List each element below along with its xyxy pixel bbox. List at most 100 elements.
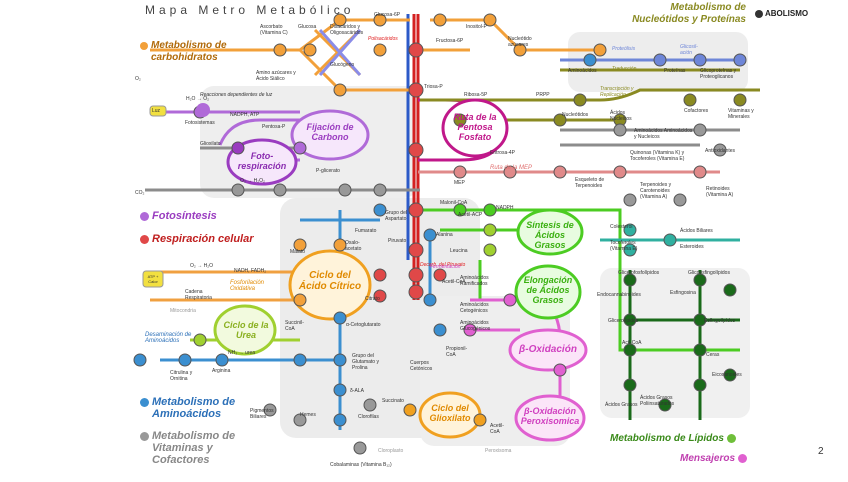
bubble-krebs-label: Ciclo del Ácido Cítrico	[298, 270, 362, 292]
atp-box	[142, 270, 164, 288]
label-alanina: Alanina	[436, 232, 453, 238]
bubble-fijacion-label: Fijación de Carbono	[306, 122, 354, 142]
legend-dot	[738, 454, 748, 463]
legend-dot	[140, 398, 149, 407]
label-proteinas: Proteínas	[664, 68, 686, 74]
label-cadena: Cadena Respiratoria	[185, 289, 212, 301]
label-vit-c: Ascorbato (Vitamina C)	[260, 24, 288, 36]
carb-lines-right	[420, 18, 600, 52]
label-fumarato: Fumarato	[355, 228, 377, 234]
legend-dot	[140, 235, 149, 244]
legend-dot	[726, 434, 736, 443]
label-co2: CO₂	[135, 190, 145, 196]
label-inositol: Inositol-P	[466, 24, 487, 30]
label-glicerofosfolipidos: Glicerofosfolípidos	[618, 270, 660, 276]
bubble-peroxisomica	[514, 394, 586, 442]
label-clorofilas: Clorofilas	[358, 414, 379, 420]
label-nadph: NADPH	[496, 205, 514, 211]
label-aa-glucogenicos: Aminoácidos Glucogénicos	[460, 320, 491, 332]
label-propionil: Propionil-CoA	[446, 346, 468, 358]
label-pentosa-p: Pentosa-P	[262, 124, 286, 130]
label-aminoacidos: Aminoácidos	[568, 68, 597, 74]
label-esfingosina: Esfingosina	[670, 290, 696, 296]
legend-lipidos: Metabolismo de Lípidos	[610, 433, 736, 444]
label-fructosa-6p: Fructosa-6P	[436, 38, 464, 44]
label-succinato: Succinato	[382, 398, 404, 404]
label-grupo-aspartato: Grupo del Aspartato	[385, 210, 407, 222]
label-pigmentos: Pigmentos Biliares	[250, 408, 274, 420]
legend-label: Mensajeros	[680, 453, 736, 464]
label-acil-coa: Acil-CoA	[622, 340, 642, 346]
label-acidos-grasos: Ácidos Grasos	[605, 402, 638, 408]
label-o2-h2o2: O₂ → H₂O₂	[240, 178, 265, 184]
label-nucleotido-azucares: Nucleótido azúcares	[508, 36, 532, 48]
label-hemes: Hemes	[300, 412, 316, 418]
label-luz: Luz	[152, 108, 161, 114]
label-acidos-grasos-poli: Ácidos Grasos Poliinsaturados	[640, 395, 675, 407]
carb-cross	[318, 29, 362, 76]
label-quinonas: Quinonas (Vitamina K) y Tocoferoles (Vit…	[630, 150, 685, 162]
label-proteolisis: Proteólisis	[612, 46, 636, 52]
sun-icon	[196, 103, 210, 117]
label-disac-oligo: Disacáridos y Oligosacáridos	[330, 24, 364, 36]
label-atp-calor: ATP + Calor	[147, 274, 159, 284]
oxphos-line	[150, 270, 300, 302]
legend-label: Metabolismo de Lípidos	[610, 433, 724, 444]
label-h2o-o2: H₂O → O₂	[186, 96, 210, 102]
label-glicosilacion: Glicosil-ación	[680, 44, 698, 56]
bubble-pentosa-label: Ruta de la Pentosa Fosfato	[453, 112, 497, 142]
label-amino-nucleicos: Aminoácidos Aminoácidos y Nucleicos	[634, 128, 693, 140]
label-alfa-kg: α-Cetoglutarato	[346, 322, 381, 328]
label-tocoferoles: Tocoferoles (Vitamina E)	[610, 240, 638, 252]
label-glicoesfingolipidos: Glicoesfingolípidos	[688, 270, 730, 276]
label-acetil-coa2: Acetil-CoA	[490, 423, 504, 435]
label-cloroplasto: Cloroplasto	[378, 448, 404, 454]
bubble-glioxilato-label: Ciclo del Glioxilato	[429, 403, 471, 423]
label-fotosistemas: Fotosistemas	[185, 120, 215, 126]
label-retinoides: Retinoides (Vitamina A)	[706, 186, 734, 198]
label-glicoproteinas: Glicoproteínas y Proteoglicanos	[700, 68, 737, 80]
bubble-fotorespiracion-label: Foto-respiración	[237, 151, 287, 171]
label-antioxidantes: Antioxidantes	[705, 148, 736, 154]
label-traduccion: Traducción	[612, 66, 637, 72]
label-eicosanoides: Eicosanoides	[712, 372, 742, 378]
bubble-urea	[213, 304, 277, 356]
label-fosforilacion: Fosforilación Oxidativa	[230, 280, 265, 292]
label-mep: MEP	[454, 180, 465, 186]
label-acidos-biliares: Ácidos Biliares	[680, 228, 713, 234]
label-reacciones-luz: Reacciones dependientes de luz	[200, 92, 273, 98]
label-oxalo: Oxalo-acetato	[345, 240, 362, 252]
legend-fotosintesis: Fotosíntesis	[140, 210, 217, 222]
label-eritrosa: Eritrosa-4P	[490, 150, 516, 156]
label-ruta-mep: Ruta de la MEP	[490, 165, 533, 171]
label-cofactores: Cofactores	[684, 108, 709, 114]
label-acetil-acp: Acetil-ACP	[458, 212, 483, 218]
lipid-region	[600, 268, 750, 418]
label-malato: Malato	[290, 249, 306, 255]
label-nucleotidos: Nucleótidos	[562, 112, 589, 118]
bubble-urea-label: Ciclo de la Urea	[223, 320, 269, 340]
label-glucosa-6p: Glucosa-6P	[374, 12, 401, 18]
label-esfingolipidos: Esfingolípidos	[704, 318, 736, 324]
legend-vitaminas: Metabolismo de Vitaminas y Cofactores	[140, 430, 250, 466]
label-transcripcion: Transcripción y Replicación	[600, 86, 634, 98]
label-cuerpos-cetonicos: Cuerpos Cetónicos	[410, 360, 433, 372]
label-ala: δ-ALA	[350, 388, 364, 394]
label-nh3-urea: NH₃ → urea	[228, 350, 256, 356]
legend-label: Metabolismo de carbohidratos	[151, 40, 227, 63]
label-vitaminas-minerales: Vitaminas y Minerales	[728, 108, 754, 120]
label-acetil-coa: Acetil-CoA	[442, 279, 466, 285]
stations	[133, 13, 747, 455]
page-title: Mapa Metro Metabólico	[145, 3, 355, 17]
legend-dot	[140, 212, 149, 221]
label-citrato: Citrato	[365, 296, 380, 302]
label-fermentacion: Fermentación	[430, 264, 461, 270]
label-glucogeno: Glucógeno	[330, 62, 355, 68]
label-terpenoides: Terpenoides y Carotenoides (Vitamina A)	[640, 182, 672, 200]
label-cobalaminas: Cobalaminas (Vitamina B₁₂)	[330, 462, 392, 468]
legend-label: Fotosíntesis	[152, 210, 217, 222]
label-triosa-p: Triosa-P	[424, 84, 443, 90]
label-ribosa-5p: Ribosa-5P	[464, 92, 488, 98]
bubble-sintesis-label: Síntesis de Ácidos Grasos	[526, 220, 574, 250]
